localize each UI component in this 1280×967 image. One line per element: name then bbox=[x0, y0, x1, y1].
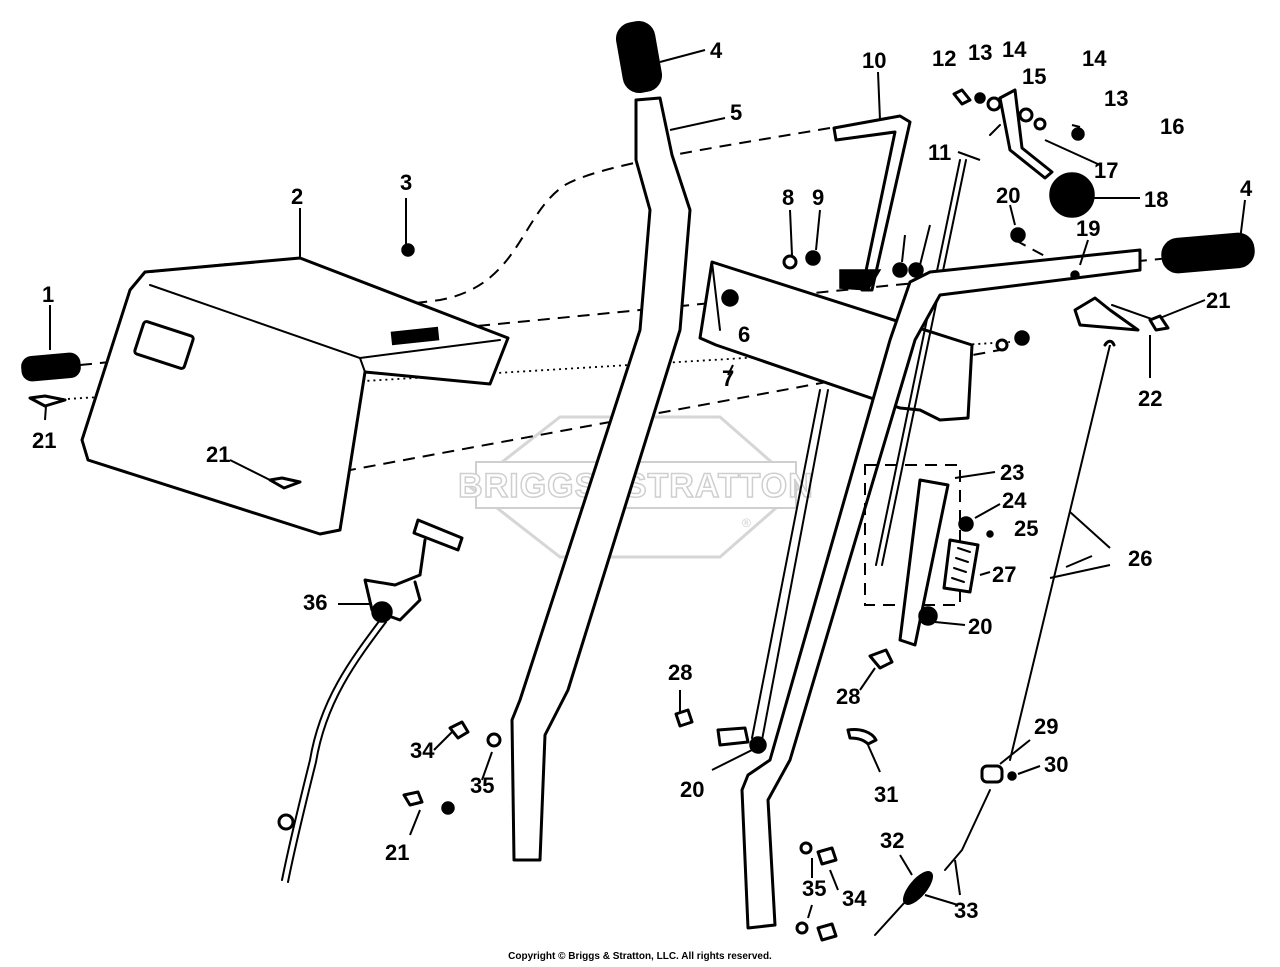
drive-control-rod bbox=[1009, 339, 1116, 761]
callout-22: 22 bbox=[1138, 386, 1162, 411]
callout-6: 6 bbox=[738, 322, 750, 347]
callout-7: 7 bbox=[722, 366, 734, 391]
callout-11: 11 bbox=[928, 140, 951, 165]
callout-35-b: 35 bbox=[802, 876, 826, 901]
callout-36: 36 bbox=[303, 590, 327, 615]
callout-34-b: 34 bbox=[842, 886, 867, 911]
callout-12: 12 bbox=[932, 46, 956, 71]
handle-grip-left bbox=[21, 352, 81, 382]
watermark-registered-mark: ® bbox=[742, 516, 751, 530]
callout-21-b: 21 bbox=[206, 442, 230, 467]
callout-23: 23 bbox=[1000, 460, 1024, 485]
callout-28-a: 28 bbox=[668, 660, 692, 685]
callout-32: 32 bbox=[880, 828, 904, 853]
callout-15: 15 bbox=[1022, 64, 1046, 89]
callout-14-a: 14 bbox=[1002, 37, 1027, 62]
copyright-notice: Copyright © Briggs & Stratton, LLC. All … bbox=[508, 951, 772, 962]
callout-18: 18 bbox=[1144, 187, 1168, 212]
callout-20-b: 20 bbox=[996, 183, 1020, 208]
callout-10: 10 bbox=[862, 48, 886, 73]
callout-5: 5 bbox=[730, 100, 742, 125]
callout-24: 24 bbox=[1002, 488, 1027, 513]
callout-9: 9 bbox=[812, 185, 824, 210]
callout-33: 33 bbox=[954, 898, 978, 923]
spring-rod bbox=[874, 789, 991, 936]
callout-20-a: 20 bbox=[680, 777, 704, 802]
callout-27: 27 bbox=[992, 562, 1016, 587]
callout-26: 26 bbox=[1128, 546, 1152, 571]
callout-16: 16 bbox=[1160, 114, 1184, 139]
callout-4-right: 4 bbox=[1240, 176, 1253, 201]
callout-21-c: 21 bbox=[385, 840, 409, 865]
callout-13-b: 13 bbox=[1104, 86, 1128, 111]
handle-grip-top bbox=[615, 21, 663, 93]
callout-20-c: 20 bbox=[968, 614, 992, 639]
callout-25: 25 bbox=[1014, 516, 1038, 541]
callout-19: 19 bbox=[1076, 216, 1100, 241]
callout-35-a: 35 bbox=[470, 773, 494, 798]
shroud-cover bbox=[80, 256, 510, 536]
callout-1: 1 bbox=[42, 282, 54, 307]
callout-2: 2 bbox=[291, 184, 303, 209]
callout-28-b: 28 bbox=[836, 684, 860, 709]
lever-bracket bbox=[989, 88, 1054, 180]
callout-3: 3 bbox=[400, 170, 412, 195]
callout-21-d: 21 bbox=[1206, 288, 1230, 313]
linkage-rods bbox=[716, 159, 967, 747]
callout-8: 8 bbox=[782, 185, 794, 210]
throttle-control-assembly bbox=[277, 518, 464, 883]
small-bracket bbox=[1073, 296, 1161, 332]
fasteners bbox=[28, 88, 1170, 942]
callout-31: 31 bbox=[874, 782, 898, 807]
callout-29: 29 bbox=[1034, 714, 1058, 739]
control-knob bbox=[1049, 172, 1095, 218]
callout-34-a: 34 bbox=[410, 738, 435, 763]
callout-4-top: 4 bbox=[710, 38, 723, 63]
callout-30: 30 bbox=[1044, 752, 1068, 777]
callout-numbers: 1 21 2 3 21 36 4 5 34 35 21 10 8 9 6 7 2… bbox=[32, 37, 1253, 923]
callout-13-a: 13 bbox=[968, 40, 992, 65]
callout-14-b: 14 bbox=[1082, 46, 1107, 71]
right-handle-tube bbox=[740, 248, 1142, 930]
bracket-assembly bbox=[864, 464, 980, 647]
callout-21-a: 21 bbox=[32, 428, 56, 453]
handle-grip-right bbox=[1161, 232, 1255, 274]
left-handle-tube bbox=[510, 96, 692, 862]
callout-leaders bbox=[44, 49, 1246, 919]
callout-17: 17 bbox=[1094, 158, 1118, 183]
